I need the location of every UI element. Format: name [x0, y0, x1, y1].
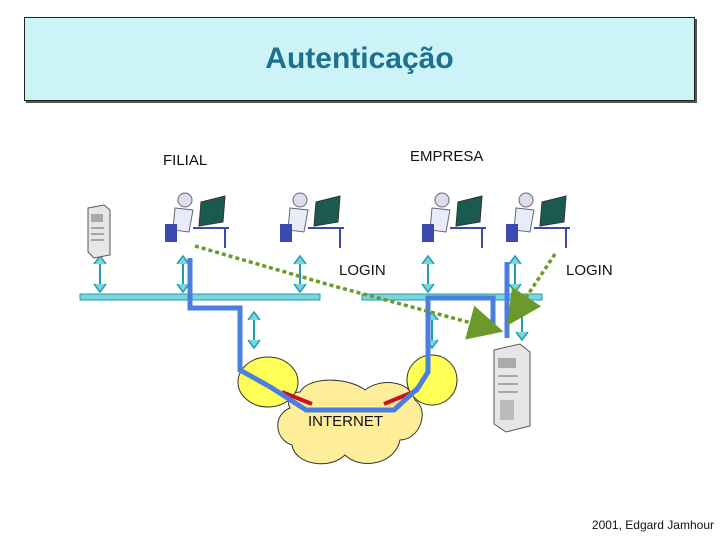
router-right-icon — [406, 354, 458, 406]
workstation-user-icon-2 — [280, 192, 344, 248]
label-internet: INTERNET — [308, 413, 383, 430]
workstation-user-icon-1 — [165, 192, 229, 248]
page-title: Autenticação — [265, 42, 454, 75]
label-login-right: LOGIN — [566, 262, 613, 279]
login-path-left — [194, 244, 504, 340]
login-path-right — [507, 253, 557, 326]
label-login-left: LOGIN — [339, 262, 386, 279]
lan-filial — [79, 293, 321, 301]
server-left-icon — [87, 204, 111, 259]
credit-text: 2001, Edgard Jamhour — [591, 518, 714, 532]
server-right-icon — [493, 343, 531, 433]
workstation-user-icon-4 — [506, 192, 570, 248]
title-box: Autenticação — [24, 17, 695, 101]
vpn-tunnel-path — [187, 258, 496, 413]
link-left-red — [281, 390, 313, 406]
workstation-user-icon-3 — [422, 192, 486, 248]
label-empresa: EMPRESA — [410, 148, 484, 165]
label-filial: FILIAL — [163, 152, 208, 169]
